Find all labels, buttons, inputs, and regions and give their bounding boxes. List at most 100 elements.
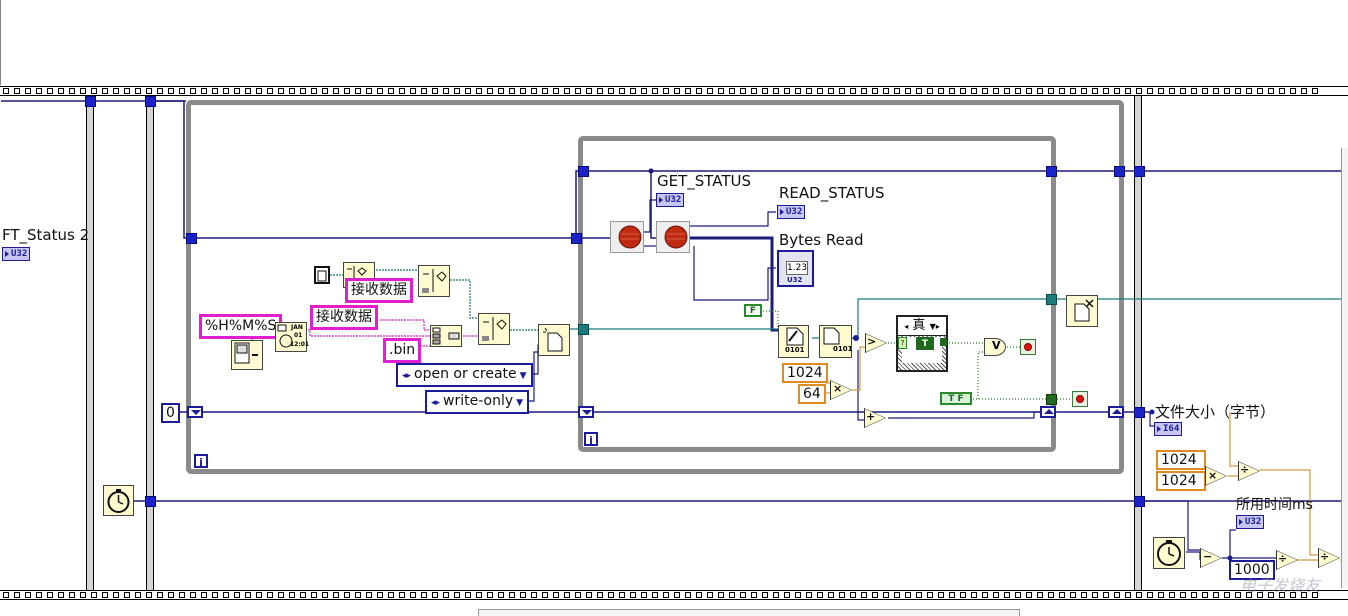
wire — [690, 211, 776, 227]
horizontal-scrollbar[interactable] — [478, 609, 1020, 616]
film-hole — [751, 592, 757, 598]
true-constant[interactable]: T — [916, 337, 934, 350]
film-hole — [1312, 88, 1318, 94]
film-hole — [971, 592, 977, 598]
concatenate-strings-node[interactable] — [430, 325, 462, 347]
subtract-node[interactable] — [1200, 548, 1222, 568]
calendar-clock-icon — [277, 324, 293, 348]
case-selector[interactable]: ◂ 真 ▼▸ — [898, 317, 946, 336]
call-library-get-status[interactable] — [610, 221, 644, 253]
case-structure[interactable]: ◂ 真 ▼▸ ? T — [896, 315, 948, 372]
film-hole — [1213, 88, 1219, 94]
multiply-node-inner[interactable] — [830, 380, 852, 400]
stop-terminal-case[interactable] — [1020, 339, 1036, 355]
case-output-tunnel — [940, 338, 947, 346]
format-date-time-node[interactable]: JAN 01 12:01 — [275, 322, 309, 352]
folder-name-constant-2[interactable]: 接收数据 — [310, 305, 378, 330]
film-hole — [1191, 88, 1197, 94]
folder-name-constant-1[interactable]: 接收数据 — [345, 278, 413, 303]
shift-init-constant[interactable]: 0 — [161, 403, 180, 423]
film-hole — [80, 88, 86, 94]
film-hole — [1301, 592, 1307, 598]
film-hole — [685, 88, 691, 94]
film-hole — [366, 592, 372, 598]
film-hole — [1081, 88, 1087, 94]
stopwatch-icon — [1157, 540, 1181, 566]
film-hole — [982, 592, 988, 598]
tick-count-node-right[interactable] — [1153, 537, 1185, 569]
enum-increment-icon[interactable]: ◂▸ — [431, 398, 441, 408]
film-hole — [1224, 592, 1230, 598]
wire-junction — [648, 168, 654, 174]
default-data-dir-node[interactable] — [314, 266, 330, 284]
kb-constant-2[interactable]: 1024 — [1156, 471, 1206, 491]
ft-status-2-indicator[interactable]: U32 — [2, 247, 31, 261]
file-size-indicator[interactable]: I64 — [1154, 422, 1183, 436]
film-hole — [1147, 88, 1153, 94]
shift-register-left-inner[interactable] — [578, 406, 594, 418]
film-hole — [498, 88, 504, 94]
write-binary-file-node[interactable]: 0101 — [778, 325, 809, 358]
get-file-size-node[interactable]: 0101 — [819, 325, 852, 358]
or-node[interactable]: V — [984, 338, 1006, 356]
false-constant[interactable]: F — [744, 304, 762, 317]
case-dropdown-icon[interactable]: ▼▸ — [929, 322, 940, 331]
open-create-file-node[interactable] — [538, 324, 570, 356]
dropdown-arrow-icon[interactable]: ▼ — [516, 398, 524, 408]
shift-register-right-outer[interactable] — [1108, 406, 1124, 418]
shift-register-left-outer[interactable] — [187, 406, 203, 418]
film-hole — [1169, 88, 1175, 94]
chunk-constant-1024[interactable]: 1024 — [782, 363, 828, 383]
read-status-indicator[interactable]: U32 — [777, 205, 806, 219]
film-hole — [949, 592, 955, 598]
film-hole — [355, 592, 361, 598]
access-enum-constant[interactable]: ◂▸write-only▼ — [425, 390, 530, 414]
dropdown-arrow-icon[interactable]: ▼ — [519, 371, 527, 381]
build-path-node-3[interactable] — [478, 313, 510, 345]
film-hole — [344, 592, 350, 598]
multiply-node-kb[interactable] — [1205, 466, 1227, 486]
tick-count-node-left[interactable] — [103, 485, 134, 516]
kb-constant-1[interactable]: 1024 — [1156, 450, 1206, 470]
add-node[interactable] — [864, 408, 886, 428]
loop-tunnel — [1046, 394, 1057, 405]
chunk-constant-64[interactable]: 64 — [798, 384, 826, 404]
film-hole — [212, 88, 218, 94]
enum-increment-icon[interactable]: ◂▸ — [402, 371, 412, 381]
call-library-read[interactable] — [656, 221, 690, 253]
window-left-edge — [0, 0, 1, 85]
film-hole — [619, 88, 625, 94]
outer-while-loop[interactable] — [186, 100, 1124, 474]
film-hole — [916, 592, 922, 598]
extension-constant[interactable]: .bin — [383, 338, 422, 363]
elapsed-ms-indicator[interactable]: U32 — [1236, 515, 1265, 529]
stop-terminal-inner-loop[interactable] — [1072, 391, 1088, 407]
close-file-node[interactable] — [1066, 295, 1098, 327]
film-hole — [685, 592, 691, 598]
case-prev-icon[interactable]: ◂ — [904, 322, 909, 331]
divide-node-time[interactable] — [1276, 550, 1298, 570]
sequence-bottom-border — [0, 590, 1348, 600]
vertical-scrollbar[interactable] — [1341, 148, 1348, 588]
get-status-indicator[interactable]: U32 — [656, 193, 685, 207]
get-date-time-node[interactable] — [231, 340, 263, 370]
film-hole — [663, 88, 669, 94]
divide-node-size[interactable] — [1238, 461, 1260, 481]
greater-than-node[interactable] — [865, 333, 887, 353]
film-hole — [597, 592, 603, 598]
loop-tunnel — [186, 233, 197, 244]
case-selector-value: 真 — [912, 318, 926, 333]
film-hole — [432, 88, 438, 94]
ms-divisor-constant[interactable]: 1000 — [1229, 560, 1275, 580]
shift-register-right-inner[interactable] — [1040, 406, 1056, 418]
operation-enum-constant[interactable]: ◂▸open or create▼ — [396, 363, 533, 387]
bytes-read-indicator[interactable]: 1.23 U32 — [777, 250, 814, 287]
film-hole — [223, 88, 229, 94]
tf-constant[interactable]: T F — [940, 392, 972, 405]
build-path-node-2[interactable] — [418, 265, 450, 297]
film-hole — [1048, 592, 1054, 598]
time-format-constant[interactable]: %H%M%S — [199, 314, 283, 339]
divide-node-rate[interactable] — [1318, 548, 1340, 568]
film-hole — [795, 88, 801, 94]
size-icon-text: 0101 — [833, 345, 853, 353]
